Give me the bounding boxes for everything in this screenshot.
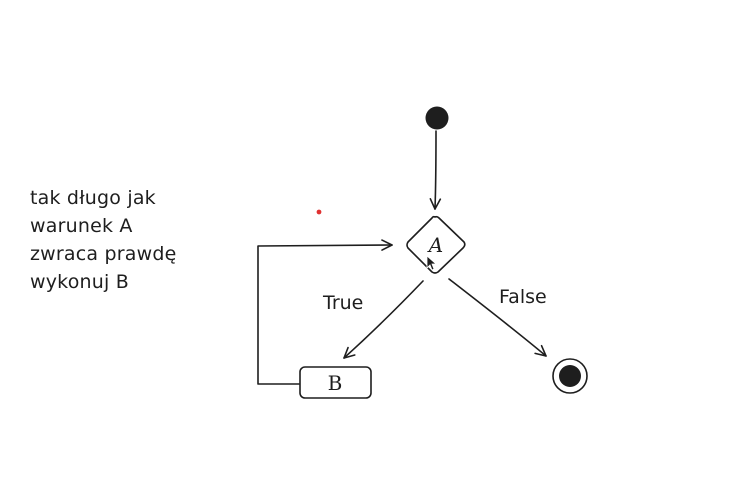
note-line-4: wykonuj B xyxy=(30,271,129,293)
action-node[interactable]: B xyxy=(299,366,372,399)
end-node[interactable] xyxy=(552,358,588,394)
decision-label: A xyxy=(427,233,443,257)
edge-false xyxy=(448,278,547,357)
false-label: False xyxy=(499,286,547,308)
edge-loop-back xyxy=(257,239,393,385)
note-line-1: tak długo jak xyxy=(30,187,156,209)
edge-start-to-decision xyxy=(429,130,442,210)
true-label: True xyxy=(323,292,364,314)
cursor-icon xyxy=(426,255,438,271)
note-line-3: zwraca prawdę xyxy=(30,243,177,265)
note-line-2: warunek A xyxy=(30,215,133,237)
decision-node[interactable]: A xyxy=(406,215,466,274)
edge-true xyxy=(343,280,424,359)
action-label: B xyxy=(328,371,343,395)
start-node[interactable] xyxy=(425,106,449,130)
red-dot xyxy=(316,209,322,215)
